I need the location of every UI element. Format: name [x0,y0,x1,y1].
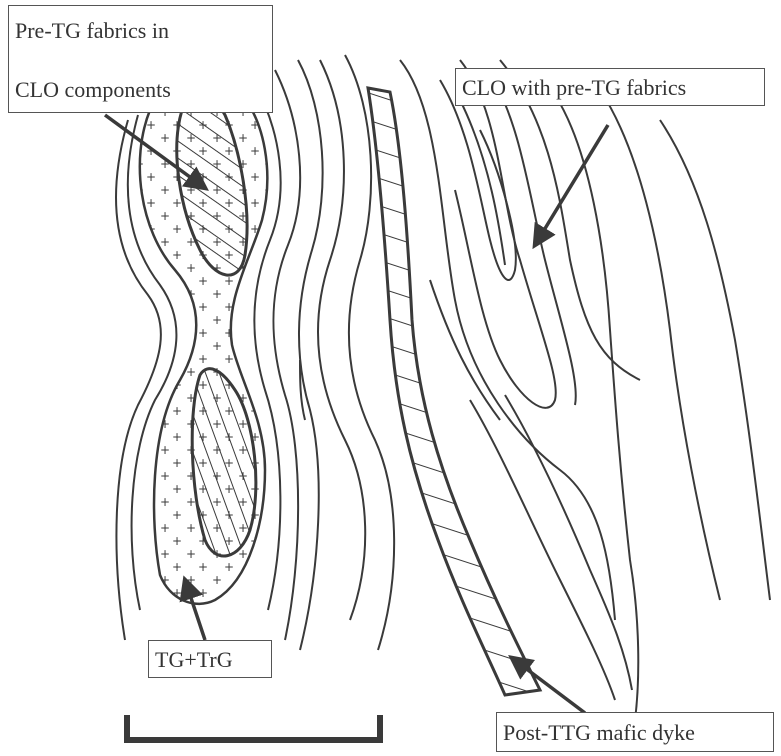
label-post-ttg-dyke: Post-TTG mafic dyke [496,712,774,752]
label-pre-tg-line1: Pre-TG fabrics in [15,20,169,42]
mafic-dyke [368,88,540,695]
label-clo-with-pre-tg-text: CLO with pre-TG fabrics [462,77,686,99]
scale-bar [127,715,380,740]
label-clo-with-pre-tg: CLO with pre-TG fabrics [455,68,765,106]
label-tg-trg: TG+TrG [148,640,272,678]
label-pre-tg-line2: CLO components [15,79,171,101]
label-tg-trg-text: TG+TrG [155,649,233,671]
label-post-ttg-dyke-text: Post-TTG mafic dyke [503,722,695,744]
foliation-right-folds [400,60,770,720]
arrow-clo-pre-tg [535,125,608,245]
label-pre-tg-fabrics: Pre-TG fabrics in CLO components [8,5,273,113]
